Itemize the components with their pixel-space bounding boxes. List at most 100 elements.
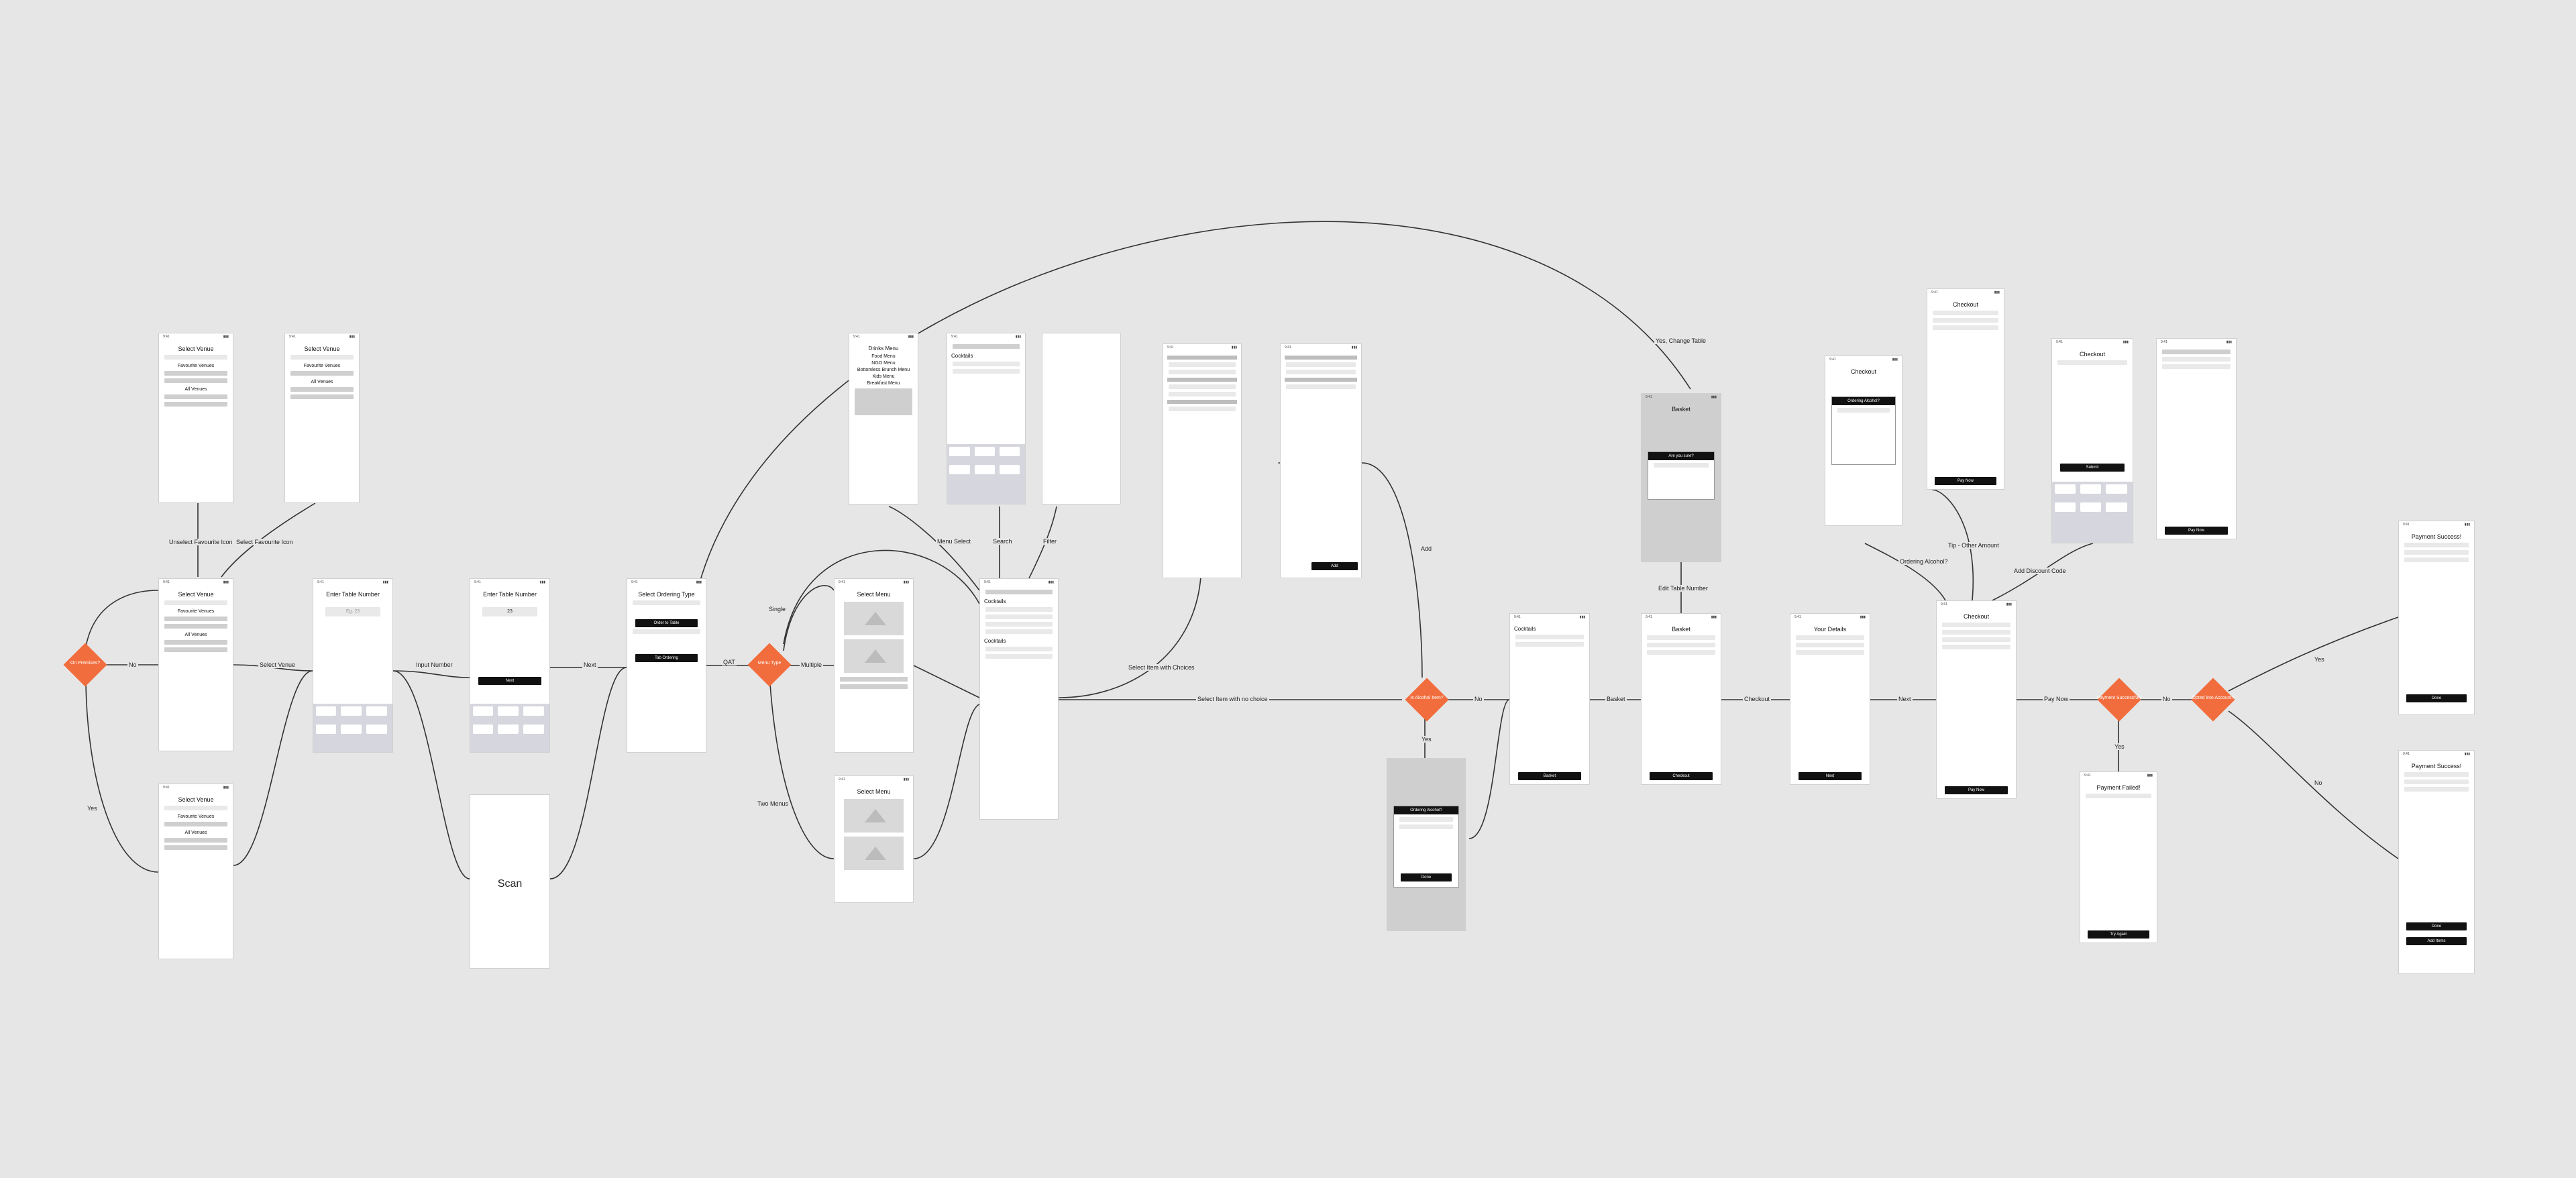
list-item[interactable] xyxy=(290,387,354,392)
screen-search[interactable]: 9:41▮▮▮ Cocktails xyxy=(947,333,1026,504)
option-row[interactable] xyxy=(1169,370,1236,374)
option-row[interactable] xyxy=(1169,392,1236,396)
screen-scan[interactable]: Scan xyxy=(470,794,550,969)
screen-select-venue-2[interactable]: 9:41▮▮▮ Select Venue Favourite Venues Al… xyxy=(158,784,233,959)
list-item[interactable] xyxy=(290,371,354,376)
table-input[interactable]: Eg. 23 xyxy=(325,607,380,617)
screen-checkout-summary[interactable]: 9:41▮▮▮ Pay Now xyxy=(2156,338,2237,539)
screen-item-choices-a[interactable]: 9:41▮▮▮ xyxy=(1163,343,1242,578)
list-item[interactable] xyxy=(164,624,227,629)
list-item[interactable] xyxy=(164,402,227,407)
menu-option[interactable]: Breakfast Menu xyxy=(867,381,900,386)
screen-checkout[interactable]: 9:41▮▮▮ Checkout Pay Now xyxy=(1936,600,2017,799)
screen-item-choices-b[interactable]: 9:41▮▮▮ Add xyxy=(1280,343,1362,578)
keyboard[interactable] xyxy=(947,444,1025,504)
menu-tile[interactable] xyxy=(840,677,908,682)
option-row[interactable] xyxy=(1169,362,1236,367)
screen-payment-failed[interactable]: 9:41▮▮▮ Payment Failed! Try Again xyxy=(2080,771,2157,943)
menu-image[interactable] xyxy=(844,799,904,833)
basket-item[interactable] xyxy=(1647,650,1715,655)
list-item[interactable] xyxy=(953,362,1020,366)
screen-menu-item[interactable]: 9:41▮▮▮ Cocktails Basket xyxy=(1509,613,1590,785)
screen-payment-success-a[interactable]: 9:41▮▮▮ Payment Success! Done xyxy=(2398,521,2475,715)
list-item[interactable] xyxy=(985,622,1053,627)
screen-basket[interactable]: 9:41▮▮▮ Basket Checkout xyxy=(1641,613,1721,785)
option-row[interactable] xyxy=(1169,407,1236,411)
search-input[interactable] xyxy=(953,344,1020,349)
screen-checkout-tip[interactable]: 9:41▮▮▮ Checkout Pay Now xyxy=(1927,288,2004,490)
list-item[interactable] xyxy=(985,614,1053,619)
list-item[interactable] xyxy=(953,369,1020,374)
name-field[interactable] xyxy=(1796,635,1864,640)
numeric-keypad[interactable] xyxy=(470,703,549,752)
search-input[interactable] xyxy=(164,355,227,360)
list-item[interactable] xyxy=(164,640,227,645)
screen-menu-list[interactable]: 9:41▮▮▮ Cocktails Cocktails xyxy=(979,578,1059,820)
search-input[interactable] xyxy=(164,806,227,810)
list-item[interactable] xyxy=(985,607,1053,612)
menu-option[interactable]: NGO Menu xyxy=(871,361,896,366)
phone-field[interactable] xyxy=(1796,650,1864,655)
screen-select-venue[interactable]: 9:41▮▮▮ Select Venue Favourite Venues Al… xyxy=(158,578,233,751)
tab-bar[interactable] xyxy=(985,590,1053,594)
next-button[interactable]: Next xyxy=(478,677,542,685)
list-item[interactable] xyxy=(164,845,227,850)
menu-option[interactable]: Food Menu xyxy=(871,354,896,359)
add-button[interactable]: Add xyxy=(1311,562,1358,570)
submit-button[interactable]: Submit xyxy=(2060,464,2125,472)
next-button[interactable]: Next xyxy=(1798,772,1862,780)
tab-ordering-button[interactable]: Tab Ordering xyxy=(635,654,698,662)
screen-select-venue-fav-a[interactable]: 9:41▮▮▮ Select Venue Favourite Venues Al… xyxy=(158,333,233,503)
screen-select-venue-fav-b[interactable]: 9:41▮▮▮ Select Venue Favourite Venues Al… xyxy=(284,333,360,503)
option-row[interactable] xyxy=(1286,370,1356,374)
screen-payment-success-b[interactable]: 9:41▮▮▮ Payment Success! Done Add Items xyxy=(2398,750,2475,974)
search-input[interactable] xyxy=(290,355,354,360)
list-item[interactable] xyxy=(290,394,354,399)
option-row[interactable] xyxy=(1169,384,1236,389)
screen-drinks-menu[interactable]: 9:41▮▮▮ Drinks Menu Food Menu NGO Menu B… xyxy=(849,333,918,504)
screen-checkout-alcohol[interactable]: 9:41▮▮▮ Checkout Ordering Alcohol? xyxy=(1825,356,1902,526)
list-item[interactable] xyxy=(985,654,1053,659)
option-row[interactable] xyxy=(1286,362,1356,367)
email-field[interactable] xyxy=(1796,643,1864,647)
list-item[interactable] xyxy=(164,647,227,652)
list-item[interactable] xyxy=(164,378,227,383)
basket-item[interactable] xyxy=(1647,635,1715,640)
screen-select-menu-a[interactable]: 9:41▮▮▮ Select Menu xyxy=(834,578,914,753)
screen-your-details[interactable]: 9:41▮▮▮ Your Details Next xyxy=(1790,613,1870,785)
screen-enter-table-filled[interactable]: 9:41▮▮▮ Enter Table Number 23 Next xyxy=(470,578,550,753)
list-item[interactable] xyxy=(985,647,1053,651)
list-item[interactable] xyxy=(985,629,1053,634)
done-button[interactable]: Done xyxy=(2406,694,2467,702)
alcohol-dialog[interactable]: Ordering Alcohol? Done xyxy=(1393,806,1459,888)
menu-option[interactable]: Bottomless Brunch Menu xyxy=(857,368,910,372)
menu-tile[interactable] xyxy=(840,684,908,689)
menu-image[interactable] xyxy=(844,602,904,635)
discount-input[interactable] xyxy=(2057,360,2127,365)
screen-select-menu-b[interactable]: 9:41▮▮▮ Select Menu xyxy=(834,775,914,903)
table-input[interactable]: 23 xyxy=(482,607,537,617)
pay-now-button[interactable]: Pay Now xyxy=(1935,477,1996,485)
menu-image[interactable] xyxy=(844,639,904,673)
done-button[interactable]: Done xyxy=(1400,873,1452,881)
list-item[interactable] xyxy=(855,388,912,415)
change-table-dialog[interactable]: Are you sure? xyxy=(1648,451,1715,500)
list-item[interactable] xyxy=(1515,642,1584,647)
list-item[interactable] xyxy=(164,394,227,399)
list-item[interactable] xyxy=(164,617,227,621)
screen-checkout-discount[interactable]: 9:41▮▮▮ Checkout Submit xyxy=(2051,338,2133,543)
checkout-button[interactable]: Checkout xyxy=(1649,772,1713,780)
list-item[interactable] xyxy=(164,838,227,843)
screen-filter[interactable] xyxy=(1042,333,1121,504)
pay-now-button[interactable]: Pay Now xyxy=(2164,527,2229,535)
list-item[interactable] xyxy=(164,371,227,376)
list-item[interactable] xyxy=(1515,635,1584,639)
pay-now-button[interactable]: Pay Now xyxy=(1944,786,2008,794)
order-table-button[interactable]: Order to Table xyxy=(635,619,698,627)
option-row[interactable] xyxy=(1286,384,1356,389)
add-items-button[interactable]: Add Items xyxy=(2406,937,2467,945)
basket-item[interactable] xyxy=(1647,643,1715,647)
basket-button[interactable]: Basket xyxy=(1517,772,1582,780)
screen-ordering-type[interactable]: 9:41▮▮▮ Select Ordering Type Order to Ta… xyxy=(627,578,706,753)
menu-option[interactable]: Kids Menu xyxy=(872,374,895,379)
